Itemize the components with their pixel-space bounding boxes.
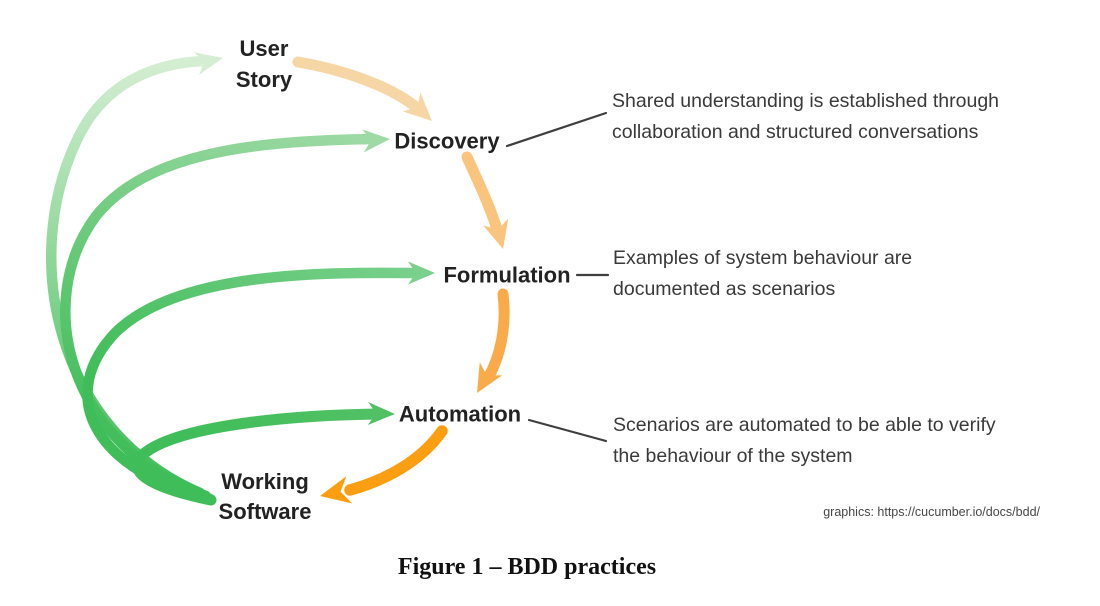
flow-arrows bbox=[292, 56, 510, 504]
node-label-working-software: Working Software bbox=[218, 469, 312, 524]
feedback-arrows bbox=[46, 52, 435, 506]
feedback-arrowhead-discovery bbox=[362, 129, 390, 153]
feedback-arrowhead-formulation bbox=[408, 261, 435, 285]
feedback-arrow-to-formulation bbox=[82, 267, 424, 505]
node-label-formulation: Formulation bbox=[443, 262, 571, 288]
node-label-discovery: Discovery bbox=[394, 128, 500, 154]
node-label-automation: Automation bbox=[398, 401, 522, 427]
feedback-arrow-to-automation bbox=[131, 408, 384, 506]
annotation-formulation: Examples of system behaviour are documen… bbox=[613, 247, 913, 300]
feedback-arrowhead-automation bbox=[367, 402, 395, 426]
feedback-arrowhead-user-story bbox=[194, 52, 223, 75]
flow-arrowhead-formulation-to-automation bbox=[477, 362, 503, 393]
flow-arrowhead-automation-to-working-software bbox=[320, 476, 353, 504]
flow-arrow-user-story-to-discovery bbox=[292, 56, 423, 114]
flow-arrowhead-user-story-to-discovery bbox=[402, 92, 432, 121]
graphics-credit: graphics: https://cucumber.io/docs/bdd/ bbox=[823, 505, 1040, 519]
feedback-arrow-to-discovery bbox=[60, 133, 378, 502]
flow-arrow-formulation-to-automation bbox=[482, 288, 510, 384]
connector-line-discovery bbox=[505, 111, 608, 148]
annotation-automation: Scenarios are automated to be able to ve… bbox=[613, 414, 996, 467]
connector-line-automation bbox=[527, 418, 608, 443]
figure-caption: Figure 1 – BDD practices bbox=[397, 554, 657, 580]
flow-arrow-discovery-to-formulation bbox=[461, 151, 504, 239]
flow-arrowhead-discovery-to-formulation bbox=[483, 218, 509, 249]
node-label-user-story: User Story bbox=[235, 36, 293, 92]
annotation-connectors bbox=[505, 111, 610, 443]
flow-arrow-automation-to-working-software bbox=[344, 425, 448, 496]
annotation-discovery: Shared understanding is established thro… bbox=[612, 90, 1000, 143]
